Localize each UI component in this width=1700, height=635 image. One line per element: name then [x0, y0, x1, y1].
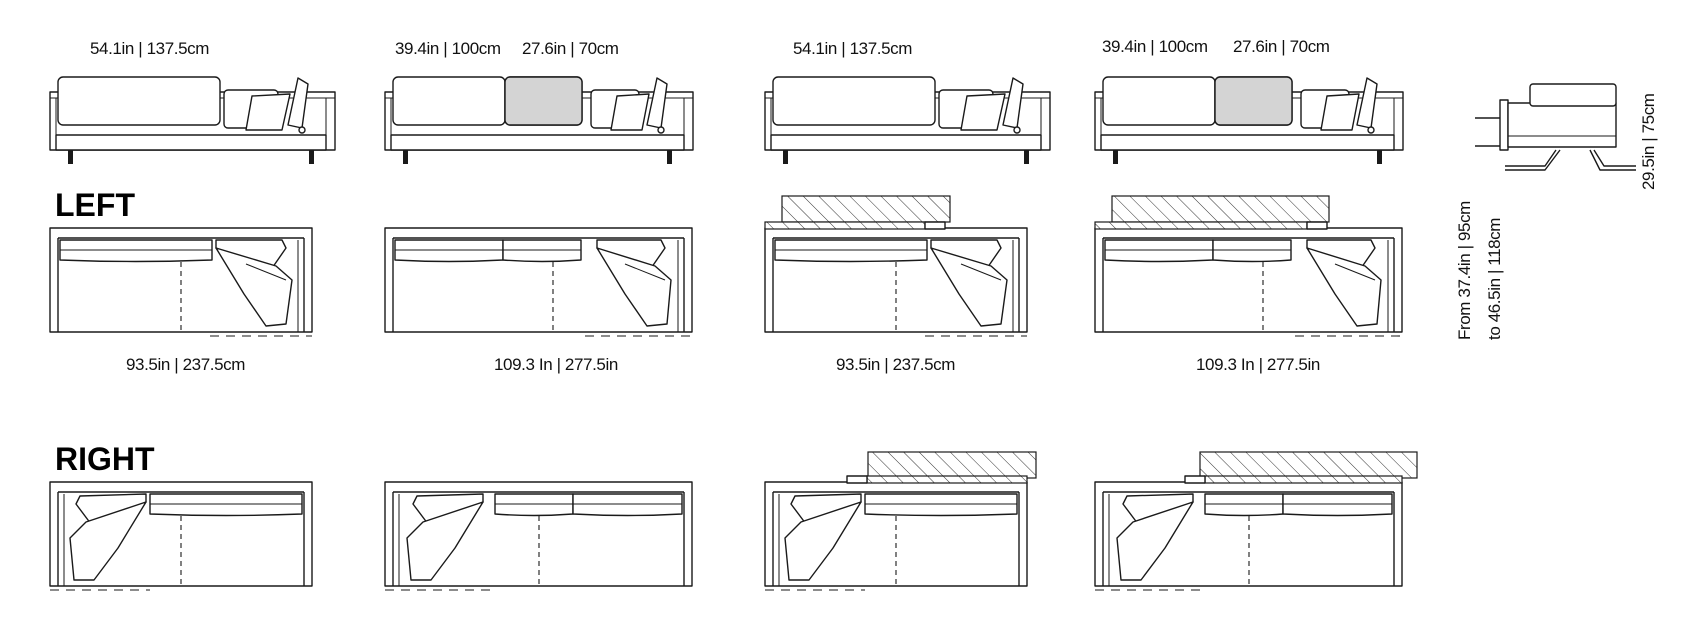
plan-left-1: [49, 227, 313, 337]
width-dim-1: 93.5in | 237.5cm: [126, 355, 245, 374]
plan-left-3: [764, 195, 1028, 337]
extension-hatch-left-3: [781, 195, 951, 223]
front-view-4: 39.4in | 100cm 27.6in | 70cm: [1094, 37, 1404, 165]
front-dim-1: 54.1in | 137.5cm: [90, 39, 209, 58]
front-view-2: 39.4in | 100cm 27.6in | 70cm: [384, 39, 694, 165]
plan-left-4: [1094, 195, 1403, 337]
section-label-right: RIGHT: [55, 441, 155, 477]
front-dim-4b: 27.6in | 70cm: [1233, 37, 1330, 56]
front-view-3: 54.1in | 137.5cm: [764, 39, 1051, 165]
width-dim-4: 109.3 In | 277.5in: [1196, 355, 1320, 374]
plan-left-2: [384, 227, 693, 337]
plan-right-3: [764, 451, 1037, 591]
section-label-left: LEFT: [55, 187, 135, 223]
front-dim-2b: 27.6in | 70cm: [522, 39, 619, 58]
front-dim-2a: 39.4in | 100cm: [395, 39, 501, 58]
highlight-cushion-4: [1214, 76, 1293, 126]
extension-hatch-right-3: [867, 451, 1037, 479]
height-dimension: 29.5in | 75cm: [1639, 93, 1658, 190]
extension-hatch-left-4: [1111, 195, 1330, 223]
plan-right-2: [384, 481, 693, 591]
front-dim-3: 54.1in | 137.5cm: [793, 39, 912, 58]
width-dim-3: 93.5in | 237.5cm: [836, 355, 955, 374]
plan-right-4: [1094, 451, 1418, 591]
depth-dimension-line1: From 37.4in | 95cm: [1455, 201, 1474, 340]
side-view: [1475, 83, 1636, 171]
plan-right-1: [49, 481, 313, 591]
highlight-cushion-2: [504, 76, 583, 126]
front-view-1: 54.1in | 137.5cm: [49, 39, 336, 165]
extension-hatch-right-4: [1199, 451, 1418, 479]
width-dim-2: 109.3 In | 277.5in: [494, 355, 618, 374]
front-dim-4a: 39.4in | 100cm: [1102, 37, 1208, 56]
depth-dimension-line2: to 46.5in | 118cm: [1485, 218, 1504, 340]
